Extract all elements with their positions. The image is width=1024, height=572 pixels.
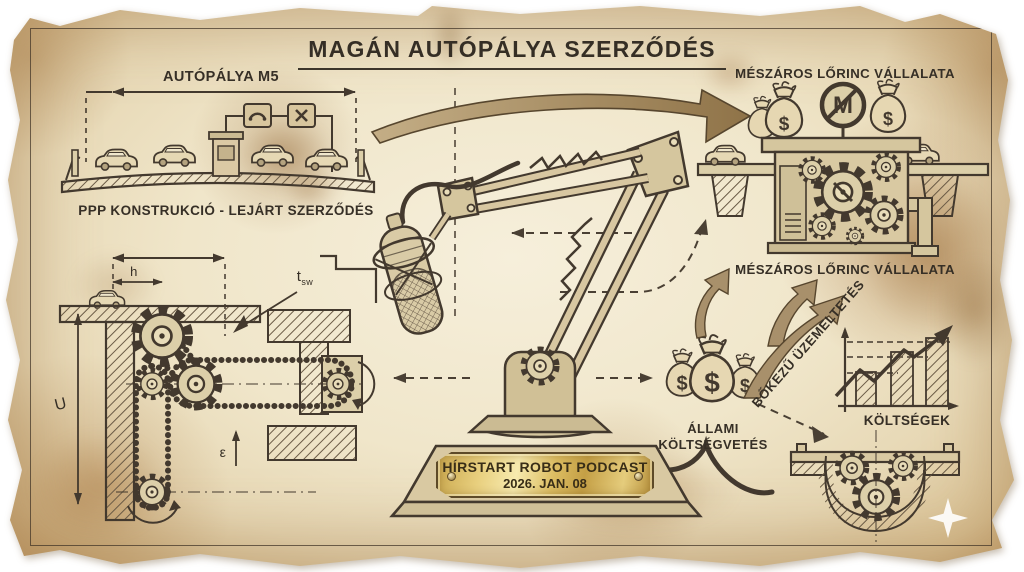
costs-chart [834, 325, 959, 412]
mic-cable [400, 160, 521, 225]
costs-chart-label: KÖLTSÉGEK [863, 413, 951, 428]
budget-label-line2: KÖLTSÉGVETÉS [658, 436, 768, 452]
budget-label-line1: ÁLLAMI [687, 421, 739, 436]
plaque-line2: 2026. JAN. 08 [503, 476, 587, 491]
road-deck [60, 171, 376, 194]
dim-e-label: ε [219, 444, 227, 460]
company-machine: $ $ M [696, 78, 990, 257]
plaque-screw [447, 471, 456, 481]
highway-drawing [60, 87, 376, 194]
gear-channel-drawing [789, 430, 961, 542]
microphone [372, 212, 444, 335]
chart-trend-line [834, 334, 944, 398]
bag-dollar: $ [704, 367, 720, 398]
company-logo: M [819, 81, 867, 142]
company-label-top: MÉSZÁROS LŐRINC VÁLLALATA [735, 66, 955, 81]
plaque-screw [634, 471, 643, 481]
toll-gantry [225, 103, 333, 172]
plaque-line1: HÍRSTART ROBOT PODCAST [442, 459, 648, 475]
gear-chain-drawing [58, 253, 378, 524]
lower-spring [559, 217, 593, 301]
bag-dollar: $ [883, 109, 893, 129]
flow-arrow-main [370, 88, 752, 144]
highway-dimension-label: AUTÓPÁLYA M5 [163, 69, 279, 85]
dim-t-label: tsw [296, 268, 314, 287]
dim-h-label: h [130, 264, 138, 279]
chart-bar [925, 337, 949, 407]
company-label-bottom: MÉSZÁROS LŐRINC VÁLLALATA [735, 262, 955, 277]
highway-caption: PPP KONSTRUKCIÓ - LEJÁRT SZERZŐDÉS [78, 203, 374, 218]
money-flow-arrows [694, 267, 844, 399]
state-budget-bags: $ $ $ [665, 333, 761, 403]
bag-dollar: $ [676, 373, 687, 395]
toll-booth [208, 131, 244, 177]
border-frame [30, 28, 992, 546]
chart-bar [855, 371, 877, 407]
budget-label: ÁLLAMI KÖLTSÉGVETÉS [645, 421, 781, 452]
upper-spring [529, 150, 603, 171]
page-title: MAGÁN AUTÓPÁLYA SZERZŐDÉS [6, 36, 1014, 70]
bag-dollar: $ [740, 376, 750, 396]
podcast-plaque: HÍRSTART ROBOT PODCAST 2026. JAN. 08 [436, 452, 654, 498]
phone-sign [243, 103, 272, 128]
bag-dollar: $ [779, 114, 790, 135]
x-icon [295, 109, 308, 122]
